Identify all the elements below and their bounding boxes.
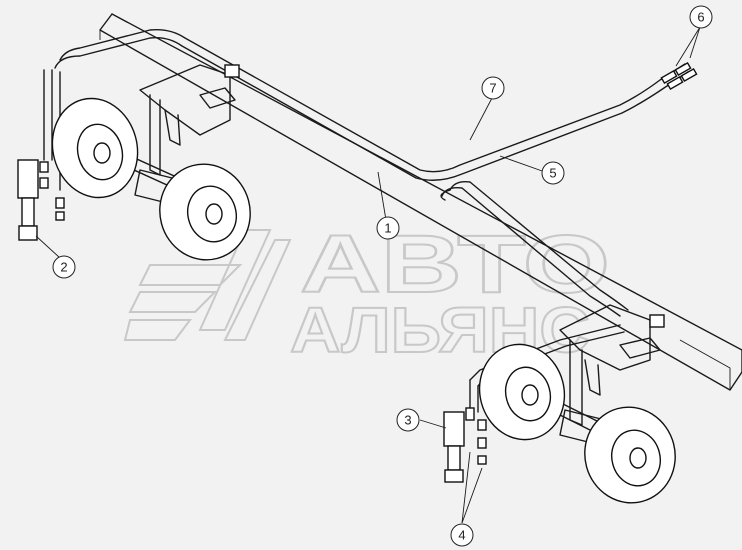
callout-5: 5 [541, 161, 565, 185]
cylinder-2 [17, 159, 65, 241]
tire-left-front [159, 163, 251, 261]
coupling-6 [660, 61, 698, 91]
svg-text:6: 6 [697, 10, 704, 25]
svg-text:7: 7 [489, 81, 496, 96]
hose-5 [440, 180, 629, 317]
callout-3: 3 [396, 408, 420, 432]
callout-4: 4 [450, 523, 474, 547]
tire-right-front [584, 406, 676, 504]
tire-left-rear [51, 97, 139, 199]
svg-text:1: 1 [384, 221, 391, 236]
watermark-logo [123, 229, 292, 341]
svg-text:3: 3 [404, 413, 411, 428]
hose-7 [54, 28, 689, 181]
callout-6: 6 [689, 5, 713, 29]
left-bracket [139, 64, 240, 176]
svg-text:5: 5 [549, 166, 556, 181]
cylinder-3 [443, 407, 487, 483]
tire-right-rear [478, 343, 566, 441]
svg-text:2: 2 [60, 260, 67, 275]
svg-text:4: 4 [458, 528, 465, 543]
callout-7: 7 [481, 76, 505, 100]
callout-2: 2 [52, 255, 76, 279]
leader-lines [35, 26, 701, 524]
callout-1: 1 [376, 216, 400, 240]
